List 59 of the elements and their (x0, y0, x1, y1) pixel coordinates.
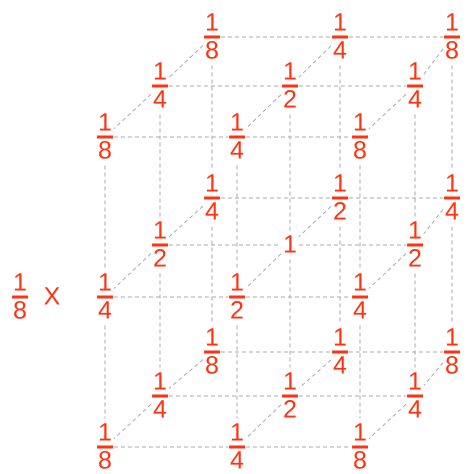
weight-fraction: 1 8 (98, 110, 112, 164)
weight-fraction: 1 8 (205, 326, 219, 378)
grid-line (113, 296, 229, 298)
weight-fraction: 1 4 (230, 110, 244, 164)
grid-line (298, 244, 407, 246)
weight-fraction: 1 4 (333, 326, 347, 378)
grid-line (298, 359, 332, 389)
grid-line (423, 48, 444, 75)
grid-line (113, 446, 229, 448)
grid-line (104, 325, 106, 419)
grid-line (423, 362, 444, 386)
grid-line (368, 252, 407, 290)
grid-line (348, 36, 444, 38)
grid-line (368, 404, 407, 440)
grid-line (113, 252, 152, 290)
weight-fraction: 1 2 (408, 218, 422, 272)
grid-line (168, 359, 204, 389)
grid-line (245, 253, 282, 289)
grid-line (236, 325, 238, 419)
weight-fraction: 1 4 (408, 370, 422, 422)
weight-fraction: 1 2 (333, 172, 347, 224)
weight-fraction: 1 8 (353, 110, 367, 164)
grid-line (298, 45, 332, 78)
weight-fraction: 1 2 (283, 370, 297, 422)
weight-fraction: 1 2 (153, 218, 167, 272)
grid-line (113, 404, 152, 440)
grid-line (423, 208, 444, 234)
grid-line (168, 44, 204, 78)
grid-line (414, 114, 416, 217)
grid-line (236, 165, 238, 269)
weight-fraction: 1 4 (98, 270, 112, 324)
grid-line (414, 273, 416, 368)
weight-fraction: 1 8 (205, 10, 219, 64)
weight-fraction: 1 2 (283, 60, 297, 112)
weight-fraction: 1 8 (445, 10, 459, 64)
grid-line (220, 36, 332, 38)
weight-fraction: 1 8 (445, 326, 459, 378)
grid-line (298, 206, 332, 238)
weight-fraction: 1 8 (353, 420, 367, 474)
grid-line (113, 94, 152, 130)
weight-fraction: 1 4 (153, 370, 167, 422)
grid-line (168, 206, 204, 238)
weight-fraction: 1 (283, 232, 297, 258)
multiplication-sign: X (44, 284, 60, 310)
grid-line (245, 404, 282, 439)
weight-fraction: 1 4 (445, 172, 459, 224)
weight-fraction: 1 4 (230, 420, 244, 474)
grid-line (104, 165, 106, 269)
grid-line (113, 136, 229, 138)
weight-fraction: 1 4 (205, 172, 219, 224)
scale-fraction: 1 8 (13, 270, 27, 324)
weight-fraction: 1 2 (230, 270, 244, 324)
weight-fraction: 1 4 (408, 60, 422, 112)
weight-fraction: 1 4 (153, 60, 167, 112)
grid-line (245, 94, 282, 129)
grid-line (368, 94, 407, 130)
weight-fraction: 1 4 (333, 10, 347, 64)
weight-fraction: 1 4 (353, 270, 367, 324)
weight-fraction: 1 8 (98, 420, 112, 474)
